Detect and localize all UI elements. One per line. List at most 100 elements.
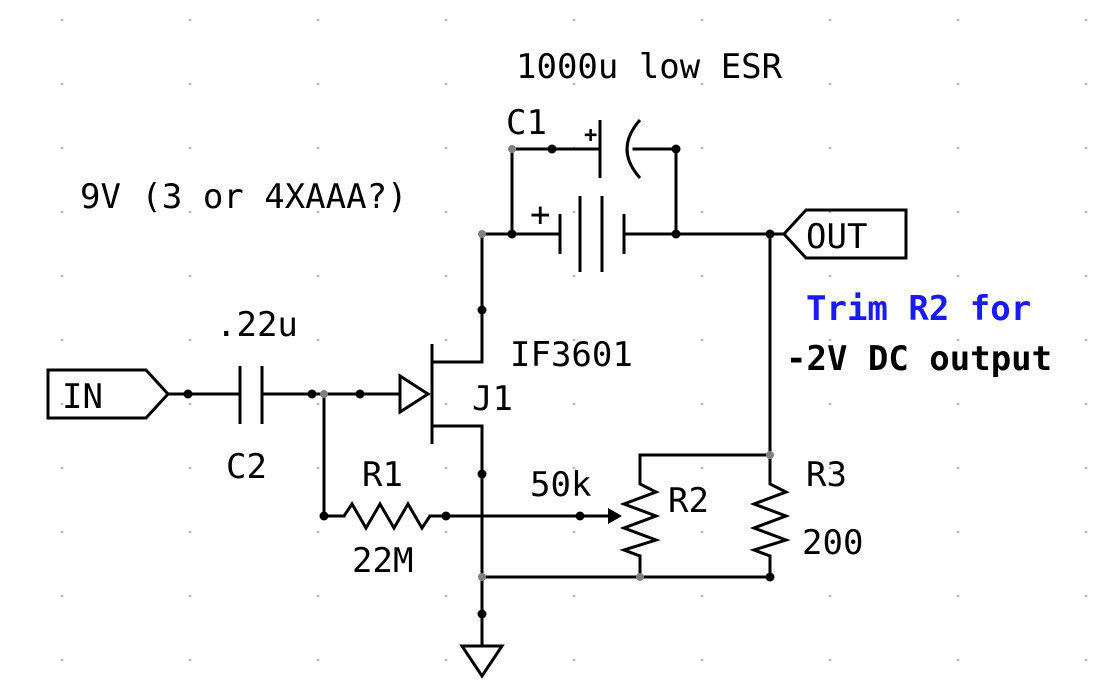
junction-drain xyxy=(477,305,487,315)
grid-dot xyxy=(572,338,576,342)
grid-dot xyxy=(444,338,448,342)
grid-dot xyxy=(1084,402,1088,406)
capacitor-c1 xyxy=(598,118,642,180)
output-port xyxy=(781,208,908,260)
junction-ground xyxy=(477,609,487,619)
grid-dot xyxy=(1084,18,1088,22)
battery xyxy=(558,196,626,272)
wire-c1-right xyxy=(632,147,678,236)
grid-dot xyxy=(828,274,832,278)
grid-dot xyxy=(316,466,320,470)
grid-dot xyxy=(60,210,64,214)
capacitor-c1-plus-sign: + xyxy=(584,123,597,148)
potentiometer-r2 xyxy=(619,478,661,558)
input-port xyxy=(46,368,171,420)
grid-dot xyxy=(828,338,832,342)
grid-dots xyxy=(60,18,1088,662)
junction-r2-bottom xyxy=(636,573,644,581)
grid-dot xyxy=(1084,210,1088,214)
grid-dot xyxy=(188,338,192,342)
battery-description: 9V (3 or 4XAAA?) xyxy=(80,177,408,217)
grid-dot xyxy=(444,82,448,86)
output-port-label: OUT xyxy=(806,217,867,257)
capacitor-c2-ref: C2 xyxy=(226,447,267,487)
jfet-ref: J1 xyxy=(472,379,513,419)
grid-dot xyxy=(316,18,320,22)
grid-dot xyxy=(572,466,576,470)
jfet-j1-gate-arrow xyxy=(398,373,431,415)
grid-dot xyxy=(316,82,320,86)
grid-dot xyxy=(60,594,64,598)
grid-dot xyxy=(956,82,960,86)
grid-dot xyxy=(316,210,320,214)
grid-dot xyxy=(316,274,320,278)
grid-dot xyxy=(60,402,64,406)
grid-dot xyxy=(956,658,960,662)
grid-dot xyxy=(956,18,960,22)
grid-dot xyxy=(1084,146,1088,150)
grid-dot xyxy=(60,530,64,534)
grid-dot xyxy=(828,146,832,150)
grid-dot xyxy=(700,594,704,598)
grid-dot xyxy=(188,594,192,598)
input-port-label: IN xyxy=(62,377,103,417)
grid-dot xyxy=(572,18,576,22)
grid-dot xyxy=(700,146,704,150)
resistor-r3-ref: R3 xyxy=(806,455,847,495)
junction-drain-top xyxy=(478,230,486,238)
grid-dot xyxy=(444,658,448,662)
grid-dot xyxy=(316,402,320,406)
resistor-r1 xyxy=(342,501,432,531)
grid-dot xyxy=(956,402,960,406)
grid-dot xyxy=(700,466,704,470)
junction-batt-left xyxy=(507,229,517,239)
grid-dot xyxy=(444,274,448,278)
grid-dot xyxy=(1084,658,1088,662)
grid-dot xyxy=(956,146,960,150)
capacitor-c1-ref: C1 xyxy=(506,103,547,143)
grid-dot xyxy=(828,594,832,598)
junction-wiper xyxy=(575,511,585,521)
grid-dot xyxy=(60,658,64,662)
grid-dot xyxy=(1084,274,1088,278)
junction-c1-left xyxy=(508,145,516,153)
trim-note-line-2: -2V DC output xyxy=(786,339,1052,379)
resistor-r1-value: 22M xyxy=(352,541,413,581)
capacitor-c2-value: .22u xyxy=(216,305,298,345)
grid-dot xyxy=(572,210,576,214)
grid-dot xyxy=(60,18,64,22)
grid-dot xyxy=(188,658,192,662)
battery-plus-sign: + xyxy=(530,195,550,235)
trim-note-line-1: Trim R2 for xyxy=(806,289,1031,329)
junction-gate xyxy=(355,389,365,399)
grid-dot xyxy=(956,210,960,214)
grid-dot xyxy=(828,82,832,86)
grid-dot xyxy=(444,210,448,214)
potentiometer-r2-ref: R2 xyxy=(668,481,709,521)
grid-dot xyxy=(444,146,448,150)
grid-dot xyxy=(316,594,320,598)
junction-r3-bottom xyxy=(765,572,775,582)
grid-dot xyxy=(444,594,448,598)
jfet-part-number: IF3601 xyxy=(510,335,633,375)
grid-dot xyxy=(60,466,64,470)
grid-dot xyxy=(828,658,832,662)
grid-dot xyxy=(956,274,960,278)
grid-dot xyxy=(828,530,832,534)
grid-dot xyxy=(700,210,704,214)
junction-c1-plate xyxy=(547,144,557,154)
grid-dot xyxy=(572,274,576,278)
capacitor-c2 xyxy=(238,366,264,424)
grid-dot xyxy=(60,338,64,342)
junction-r1-branch xyxy=(320,390,328,398)
grid-dot xyxy=(700,530,704,534)
grid-dot xyxy=(828,402,832,406)
grid-dot xyxy=(956,338,960,342)
grid-dot xyxy=(188,466,192,470)
capacitor-c1-value: 1000u low ESR xyxy=(516,47,783,87)
grid-dot xyxy=(1084,530,1088,534)
grid-dot xyxy=(444,466,448,470)
junction-c1-right xyxy=(671,144,681,154)
grid-dot xyxy=(188,530,192,534)
grid-dot xyxy=(316,338,320,342)
